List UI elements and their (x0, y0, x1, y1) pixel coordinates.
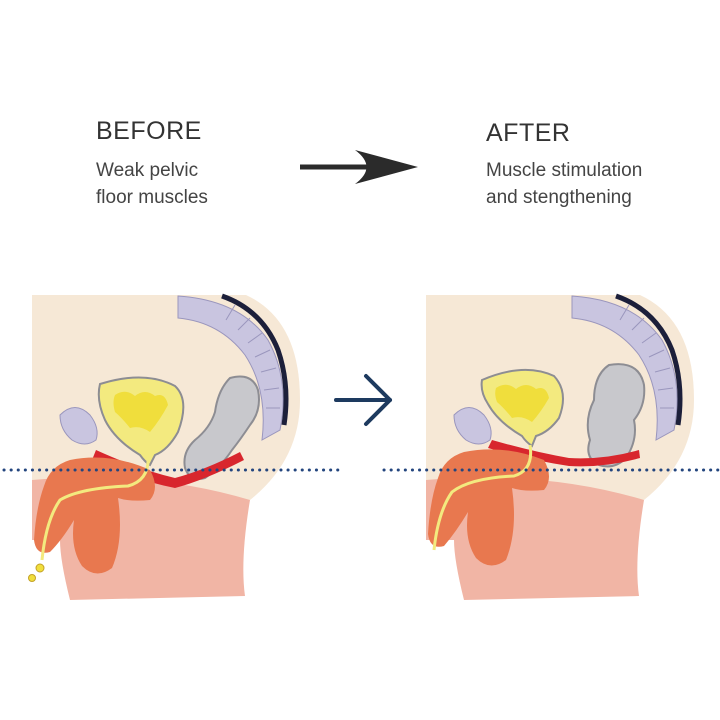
before-diagram (29, 295, 301, 600)
chevron-arrow-right-icon (336, 376, 390, 424)
arrow-right-large-icon (300, 150, 418, 184)
after-diagram (426, 295, 694, 600)
